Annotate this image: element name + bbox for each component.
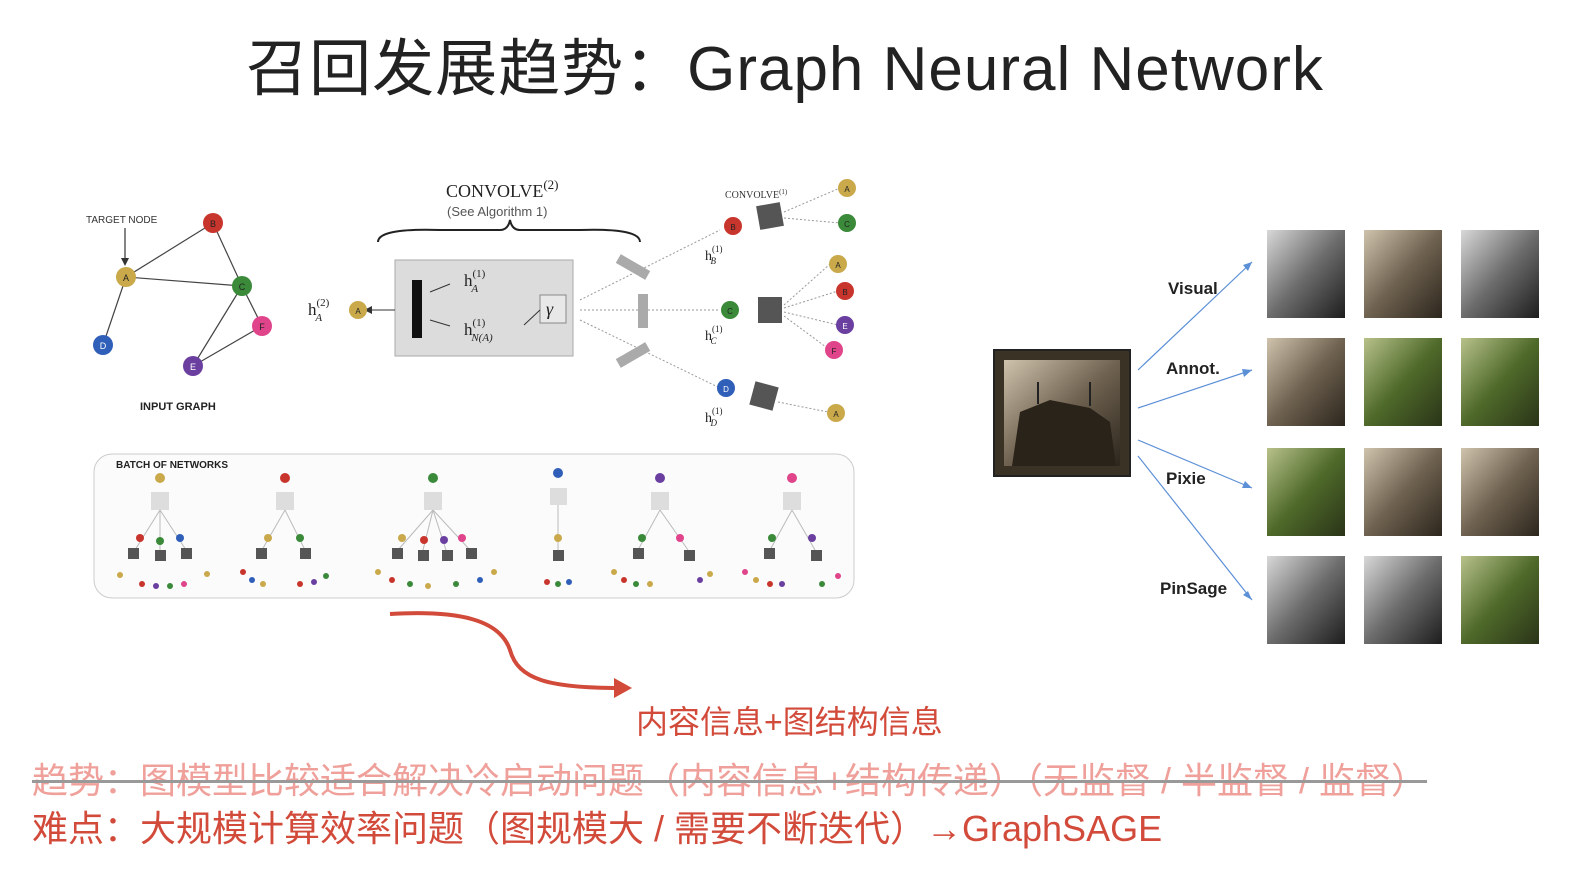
batch-tree-1 bbox=[117, 473, 210, 589]
svg-text:F: F bbox=[832, 347, 837, 356]
svg-text:D: D bbox=[100, 341, 107, 351]
svg-text:h(1)A: h(1)A bbox=[464, 268, 486, 295]
row-label-pixie: Pixie bbox=[1166, 469, 1206, 488]
svg-text:E: E bbox=[190, 362, 196, 372]
svg-text:h(1)B: h(1)B bbox=[705, 244, 723, 266]
batch-label: BATCH OF NETWORKS bbox=[116, 460, 228, 471]
row-label-annot: Annot. bbox=[1166, 359, 1220, 378]
svg-text:A: A bbox=[835, 261, 841, 270]
trend-text: 趋势：图模型比较适合解决冷启动问题（内容信息+结构传递）（无监督 / 半监督 /… bbox=[32, 760, 1428, 801]
node-a: A bbox=[116, 267, 136, 287]
svg-text:B: B bbox=[842, 288, 847, 297]
difficulty-text: 难点：大规模计算效率问题（图规模大 / 需要不断迭代）→GraphSAGE bbox=[32, 808, 1163, 849]
page-title: 召回发展趋势：Graph Neural Network bbox=[246, 35, 1324, 104]
svg-text:E: E bbox=[842, 322, 847, 331]
node-c: C bbox=[232, 276, 252, 296]
recommendation-comparison: Visual Annot. Pixie PinSage bbox=[993, 230, 1539, 644]
svg-text:A: A bbox=[833, 410, 839, 419]
svg-text:A: A bbox=[123, 273, 129, 283]
red-curved-arrow bbox=[389, 611, 632, 698]
svg-text:B: B bbox=[210, 219, 216, 229]
batch-tree-5 bbox=[611, 473, 713, 587]
svg-text:h(2)A: h(2)A bbox=[308, 297, 330, 324]
target-node-label: TARGET NODE bbox=[86, 215, 158, 226]
svg-text:C: C bbox=[239, 282, 246, 292]
batch-tree-2 bbox=[240, 473, 329, 587]
svg-text:h(1)N(A): h(1)N(A) bbox=[464, 317, 493, 344]
batch-tree-3 bbox=[375, 473, 497, 589]
input-graph-label: INPUT GRAPH bbox=[140, 401, 216, 413]
svg-text:h(1)C: h(1)C bbox=[705, 324, 723, 346]
node-d: D bbox=[93, 335, 113, 355]
svg-text:A: A bbox=[844, 185, 850, 194]
svg-text:B: B bbox=[730, 223, 735, 232]
svg-text:A: A bbox=[355, 307, 361, 316]
algorithm-note: (See Algorithm 1) bbox=[447, 204, 547, 219]
node-f: F bbox=[252, 316, 272, 336]
row-label-visual: Visual bbox=[1168, 279, 1218, 298]
content-structure-caption: 内容信息+图结构信息 bbox=[636, 704, 943, 740]
node-e: E bbox=[183, 356, 203, 376]
node-b: B bbox=[203, 213, 223, 233]
svg-text:C: C bbox=[727, 307, 733, 316]
gamma-label: γ bbox=[546, 299, 554, 319]
gnn-architecture-diagram: TARGET NODE A B C D E F INPUT GRAPH CONV… bbox=[86, 177, 856, 599]
convolve-label: CONVOLVE bbox=[446, 181, 543, 201]
result-grid bbox=[1267, 230, 1539, 644]
svg-text:C: C bbox=[844, 220, 850, 229]
batch-tree-4 bbox=[544, 468, 572, 587]
svg-text:F: F bbox=[259, 322, 265, 332]
row-label-pinsage: PinSage bbox=[1160, 579, 1227, 598]
batch-panel bbox=[93, 453, 855, 599]
batch-tree-6 bbox=[742, 473, 841, 587]
svg-text:h(1)D: h(1)D bbox=[705, 406, 723, 428]
svg-text:D: D bbox=[723, 385, 729, 394]
svg-text:CONVOLVE(2): CONVOLVE(2) bbox=[446, 177, 559, 201]
svg-text:CONVOLVE(1): CONVOLVE(1) bbox=[725, 188, 788, 201]
